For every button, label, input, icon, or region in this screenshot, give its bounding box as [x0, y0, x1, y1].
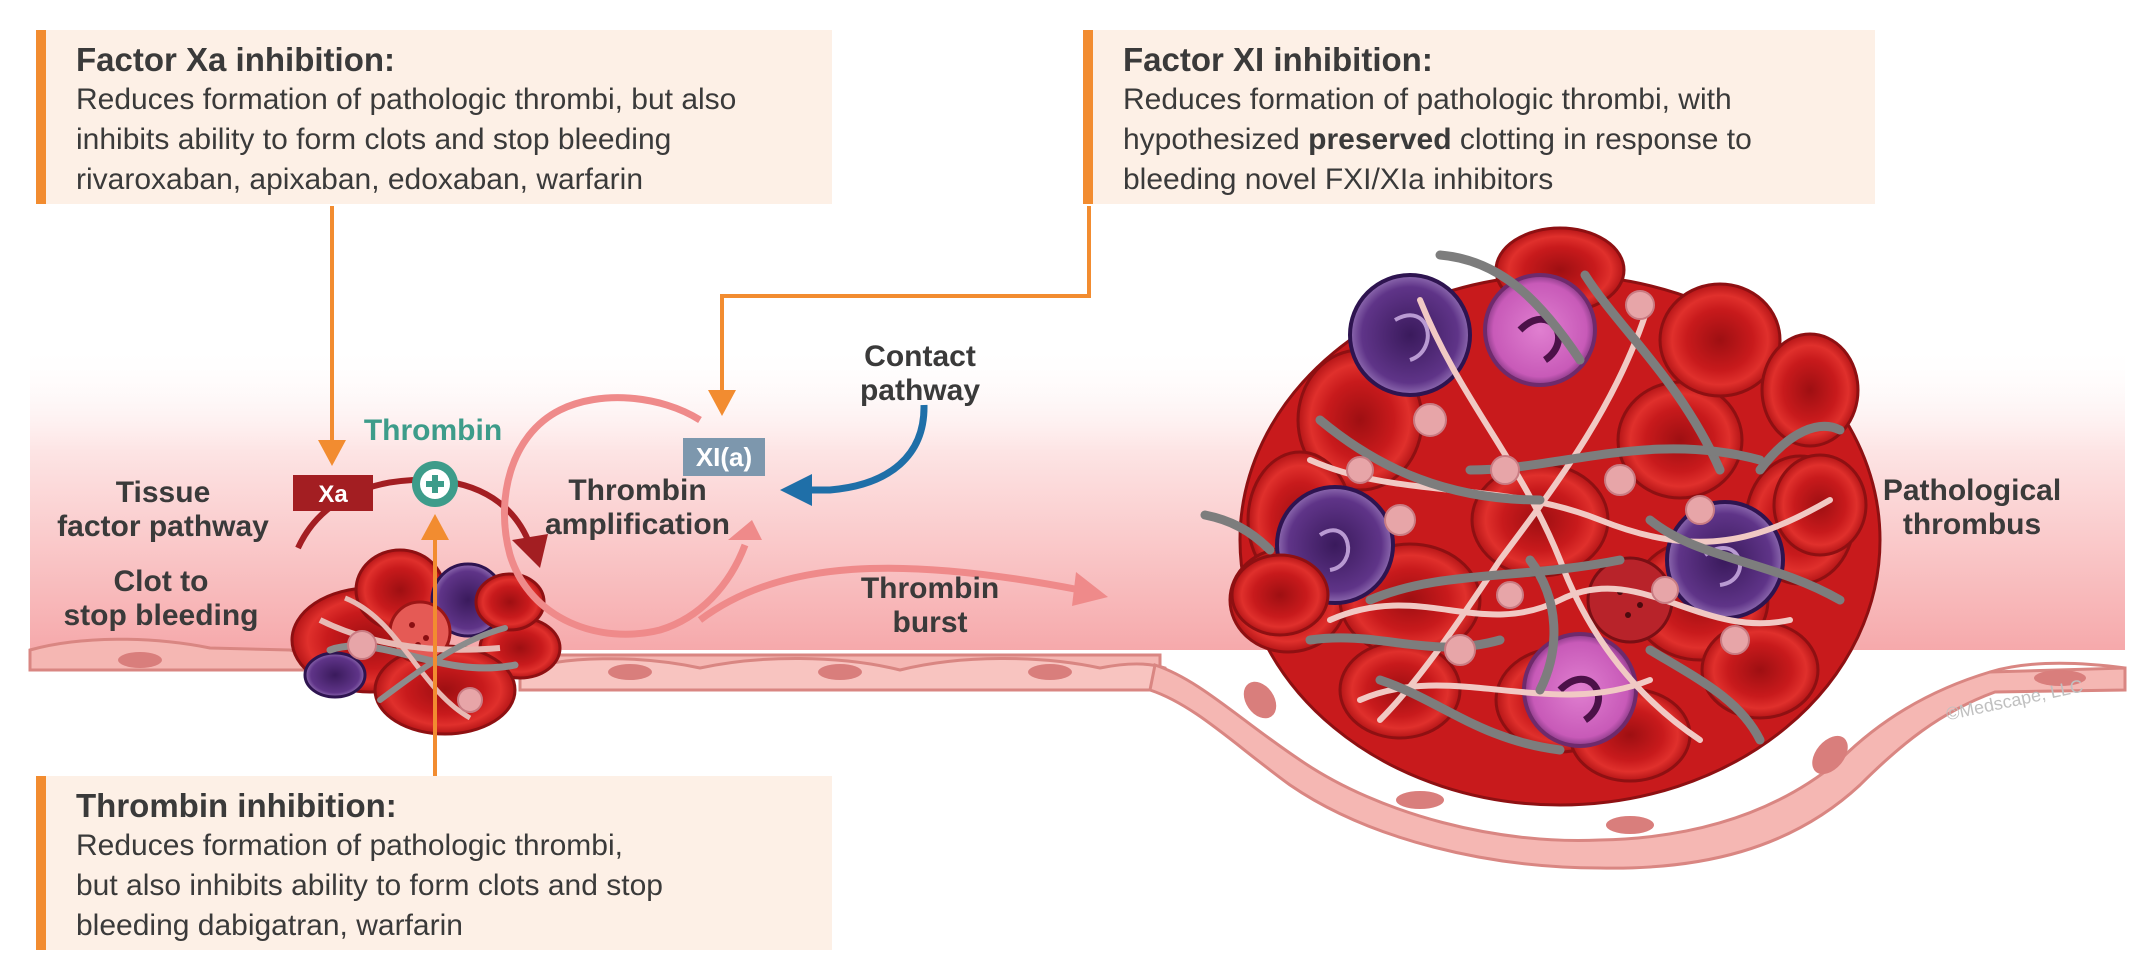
- factor-xi-line-2-post: clotting in response to: [1451, 123, 1752, 156]
- contact-pathway-label-line-1: Contact: [864, 340, 976, 373]
- xa-connector-arrowhead: [318, 440, 346, 466]
- thrombin-amplification-label: Thrombin amplification: [530, 474, 745, 542]
- factor-xi-preserved: preserved: [1308, 123, 1452, 156]
- factor-xa-inhibition-box: Factor Xa inhibition: Reduces formation …: [36, 30, 832, 204]
- pathological-label-line-2: thrombus: [1902, 508, 2042, 541]
- xa-badge-label: Xa: [318, 481, 348, 508]
- factor-xi-inhibition-box: Factor XI inhibition: Reduces formation …: [1083, 30, 1875, 204]
- xi-connector-line: [720, 206, 1091, 398]
- thrombin-connector-arrowhead: [421, 514, 449, 540]
- factor-xa-line-1: Reduces formation of pathologic thrombi,…: [76, 83, 737, 116]
- thrombin-inhibition-box: Thrombin inhibition: Reduces formation o…: [36, 776, 832, 950]
- thrombin-label: Thrombin: [364, 414, 502, 447]
- clot-label-line-1: Clot to: [113, 565, 209, 598]
- factor-xi-title: Factor XI inhibition:: [1123, 41, 1433, 78]
- factor-xa-line-3: rivaroxaban, apixaban, edoxaban, warfari…: [76, 163, 644, 196]
- thrombin-burst-arrow: [697, 564, 1081, 623]
- factor-xi-line-2-pre: hypothesized: [1123, 123, 1309, 156]
- contact-pathway-arrowhead: [780, 474, 812, 506]
- amplification-label-line-2: amplification: [544, 508, 731, 541]
- contact-pathway-label: Contact pathway: [840, 340, 1000, 408]
- thrombin-burst-arrowhead: [1072, 572, 1108, 606]
- contact-pathway-label-line-2: pathway: [859, 374, 981, 407]
- amplification-loop: [501, 394, 749, 638]
- factor-xa-line-2: inhibits ability to form clots and stop …: [76, 123, 672, 156]
- tissue-factor-arrowhead: [512, 534, 548, 568]
- amplification-label-line-1: Thrombin: [568, 474, 707, 507]
- thrombin-inhibition-line-2: but also inhibits ability to form clots …: [76, 869, 663, 902]
- factor-xi-line-2: hypothesized preserved clotting in respo…: [1123, 120, 1875, 160]
- factor-xa-title: Factor Xa inhibition:: [76, 41, 395, 78]
- xa-badge: [293, 475, 373, 511]
- xi-badge-label: XI(a): [696, 442, 752, 472]
- tissue-factor-label-line-1: Tissue: [115, 476, 211, 509]
- pathological-thrombus-label: Pathological thrombus: [1862, 474, 2082, 542]
- thrombin-inhibition-line-3: bleeding dabigatran, warfarin: [76, 909, 463, 942]
- thrombin-inhibition-title: Thrombin inhibition:: [76, 787, 397, 824]
- pathological-label-line-1: Pathological: [1882, 474, 2062, 507]
- clot-to-stop-bleeding-label: Clot to stop bleeding: [46, 565, 276, 633]
- thrombin-burst-label: Thrombin burst: [830, 572, 1030, 640]
- small-clot: [290, 548, 562, 736]
- factor-xi-line-3: bleeding novel FXI/XIa inhibitors: [1123, 163, 1554, 196]
- burst-label-line-1: Thrombin: [860, 572, 1000, 605]
- factor-xi-line-1: Reduces formation of pathologic thrombi,…: [1123, 83, 1732, 116]
- amplification-arrowhead: [728, 520, 762, 540]
- clot-label-line-2: stop bleeding: [63, 599, 259, 632]
- thrombin-inhibition-line-1: Reduces formation of pathologic thrombi,: [76, 829, 623, 862]
- tissue-factor-label-line-2: factor pathway: [57, 510, 269, 543]
- contact-pathway-arrow: [805, 404, 928, 494]
- pathological-thrombus: [1200, 226, 1882, 807]
- xi-connector-arrowhead: [708, 390, 736, 416]
- plus-icon: [412, 461, 458, 507]
- tissue-factor-pathway-label: Tissue factor pathway: [38, 476, 288, 544]
- xi-badge: [683, 438, 765, 476]
- burst-label-line-2: burst: [892, 606, 968, 639]
